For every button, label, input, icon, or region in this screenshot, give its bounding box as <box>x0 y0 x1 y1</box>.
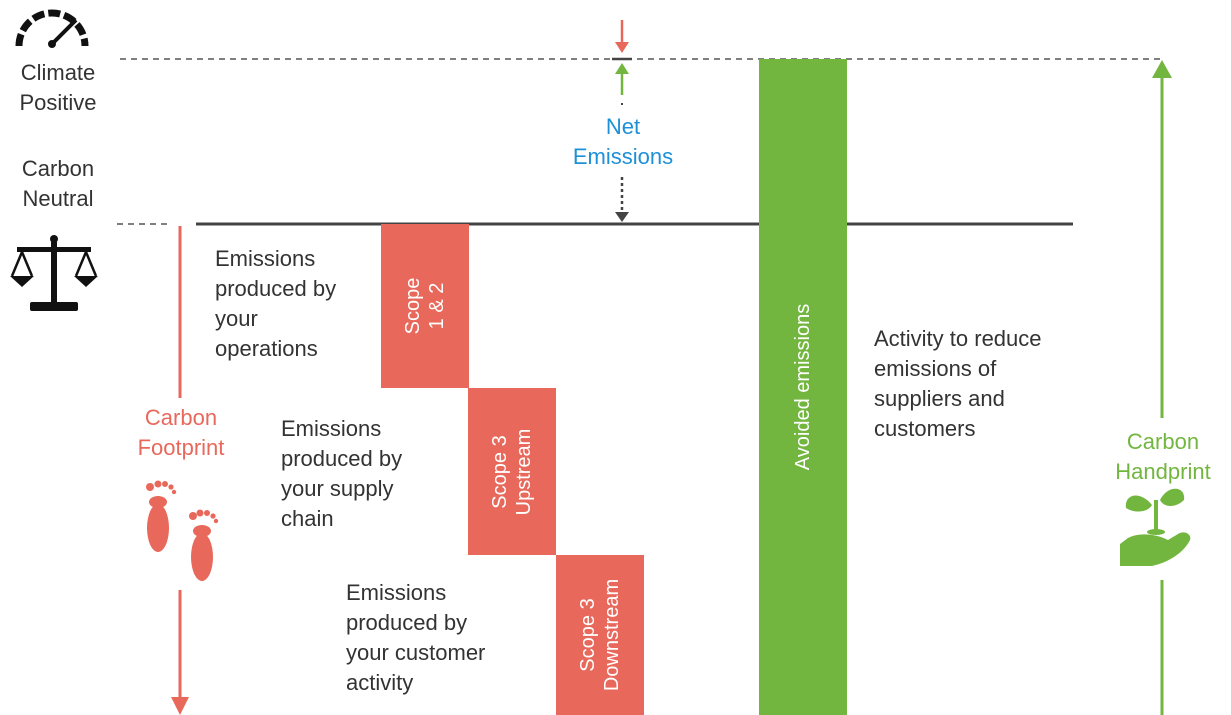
net-up-arrow <box>615 63 629 95</box>
net-dotted-arrow <box>615 177 629 222</box>
scope-3-downstream-description: Emissions produced by your customer acti… <box>346 580 486 695</box>
net-emissions-label: Net Emissions <box>572 114 674 169</box>
scope-3-downstream-bar: Scope 3 Downstream <box>556 555 644 715</box>
scope-3-upstream-label: Scope 3 Upstream <box>489 428 535 515</box>
gauge-icon <box>15 9 89 48</box>
scope-3-upstream-bar: Scope 3 Upstream <box>468 388 556 555</box>
scope-1-2-bar: Scope 1 & 2 <box>381 224 469 388</box>
balance-scale-icon <box>10 235 98 311</box>
carbon-handprint-label: Carbon Handprint <box>1115 429 1211 484</box>
avoided-emissions-bar: Avoided emissions <box>759 59 847 715</box>
net-down-arrow <box>615 20 629 53</box>
hand-plant-icon <box>1120 488 1191 566</box>
footprint-arrowhead <box>171 697 189 715</box>
scope-1-2-label: Scope 1 & 2 <box>402 277 448 335</box>
avoided-emissions-label: Avoided emissions <box>792 303 814 471</box>
handprint-arrowhead <box>1152 60 1172 78</box>
footprints-icon <box>146 480 219 581</box>
carbon-neutral-label: Carbon Neutral <box>21 156 95 211</box>
scope-1-2-description: Emissions produced by your operations <box>215 246 337 361</box>
scope-3-downstream-label: Scope 3 Downstream <box>577 578 623 692</box>
climate-positive-label: Climate Positive <box>19 60 97 115</box>
avoided-emissions-description: Activity to reduce emissions of supplier… <box>874 326 1042 441</box>
carbon-footprint-label: Carbon Footprint <box>137 405 225 460</box>
scope-3-upstream-description: Emissions produced by your supply chain <box>281 416 403 531</box>
